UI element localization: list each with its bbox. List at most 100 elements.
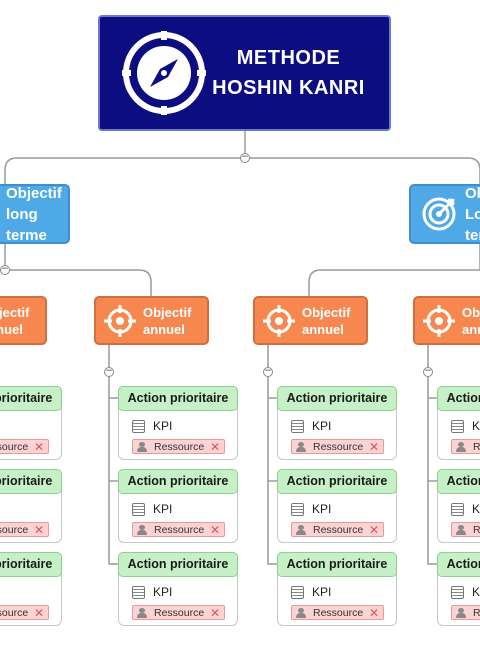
kpi-row[interactable]: KPI [451,418,480,434]
list-icon [451,585,464,599]
collapse-toggle[interactable]: − [263,366,273,377]
long-term-label-line2: long terme [6,205,47,244]
target-arrow-icon [422,197,456,231]
remove-resource-icon[interactable]: ✕ [33,605,44,620]
kpi-row[interactable]: KPI [132,501,172,517]
resource-tag[interactable]: Ressource ✕ [291,439,384,454]
resource-label: Ressource [154,440,205,453]
resource-tag[interactable]: Ressource ✕ [132,439,225,454]
resource-tag[interactable]: Ressource✕ [451,439,480,454]
list-icon [291,502,304,516]
resource-tag[interactable]: Ressource ✕ [0,522,49,537]
root-node-methode-hoshin-kanri[interactable]: METHODE HOSHIN KANRI [98,15,391,131]
priority-action-title: Action prioritaire [277,386,397,411]
annual-objective-node[interactable]: Objectif annuel [0,296,47,345]
remove-resource-icon[interactable]: ✕ [368,439,379,454]
remove-resource-icon[interactable]: ✕ [209,605,220,620]
kpi-label: KPI [153,502,173,516]
collapse-toggle[interactable]: − [104,366,114,377]
list-icon [291,585,304,599]
resource-label: Ressource [0,523,29,536]
annual-label-line2: annuel [143,321,185,337]
resource-label: Ressource [0,606,29,619]
annual-objective-node[interactable]: Objectif annuel [253,296,368,345]
resource-tag[interactable]: Ressource ✕ [0,605,49,620]
resource-label: Ressource [154,523,205,536]
annual-objective-node[interactable]: Objectif annuel [413,296,480,345]
resource-tag[interactable]: Ressource✕ [132,605,225,620]
person-icon [296,607,306,618]
long-term-label-line1: Objectif [465,184,480,202]
person-icon [456,441,466,452]
kpi-row[interactable]: KPI [451,584,480,600]
resource-tag[interactable]: Ressource ✕ [291,522,384,537]
list-icon [291,419,304,433]
person-icon [296,441,306,452]
kpi-label: KPI [153,585,173,599]
annual-label-line1: Objectif [302,304,351,320]
long-term-objective-node[interactable]: Objectif long terme [0,184,70,244]
remove-resource-icon[interactable]: ✕ [368,605,379,620]
person-icon [137,607,147,618]
resource-tag[interactable]: Ressource ✕ [132,522,225,537]
resource-tag[interactable]: Ressource ✕ [291,605,384,620]
remove-resource-icon[interactable]: ✕ [209,522,220,537]
kpi-label: KPI [472,419,480,433]
long-term-objective-node[interactable]: Objectif Long terme [409,184,480,244]
kpi-row[interactable]: KPI [291,501,331,517]
kpi-row[interactable]: KPI [291,418,331,434]
resource-label: Ressource [313,606,364,619]
priority-action-title: Action prioritaire [0,552,62,577]
resource-label: Ressource [313,440,364,453]
kpi-row[interactable]: KPI [451,501,480,517]
list-icon [132,585,145,599]
priority-action-title: Action prioritaire [437,552,480,577]
kpi-row[interactable]: KPI [132,584,172,600]
root-title-line2: HOSHIN KANRI [212,77,365,99]
root-title: METHODE HOSHIN KANRI [206,43,389,103]
person-icon [456,607,466,618]
priority-action-title: Action prioritaire [277,469,397,494]
annual-objective-node[interactable]: Objectif annuel [94,296,209,345]
crosshair-icon [423,304,455,337]
remove-resource-icon[interactable]: ✕ [33,522,44,537]
person-icon [296,524,306,535]
compass-icon [122,31,206,115]
remove-resource-icon[interactable]: ✕ [33,439,44,454]
resource-label: Ressource [473,440,480,453]
root-title-line1: METHODE [236,47,341,69]
priority-action-title: Action prioritaire [437,469,480,494]
resource-tag[interactable]: Ressource✕ [451,522,480,537]
resource-tag[interactable]: Ressource✕ [0,439,49,454]
kpi-label: KPI [312,419,332,433]
person-icon [137,524,147,535]
kpi-label: KPI [472,585,480,599]
remove-resource-icon[interactable]: ✕ [209,439,220,454]
list-icon [132,502,145,516]
crosshair-icon [104,304,136,337]
resource-tag[interactable]: Ressource✕ [451,605,480,620]
remove-resource-icon[interactable]: ✕ [368,522,379,537]
collapse-toggle[interactable]: − [0,264,10,275]
kpi-row[interactable]: KPI [291,584,331,600]
collapse-toggle[interactable]: − [240,152,250,163]
annual-label-line2: annuel [462,321,480,337]
priority-action-title: Action prioritaire [437,386,480,411]
kpi-row[interactable]: KPI [132,418,172,434]
collapse-toggle[interactable]: − [423,366,433,377]
resource-label: Ressource [313,523,364,536]
